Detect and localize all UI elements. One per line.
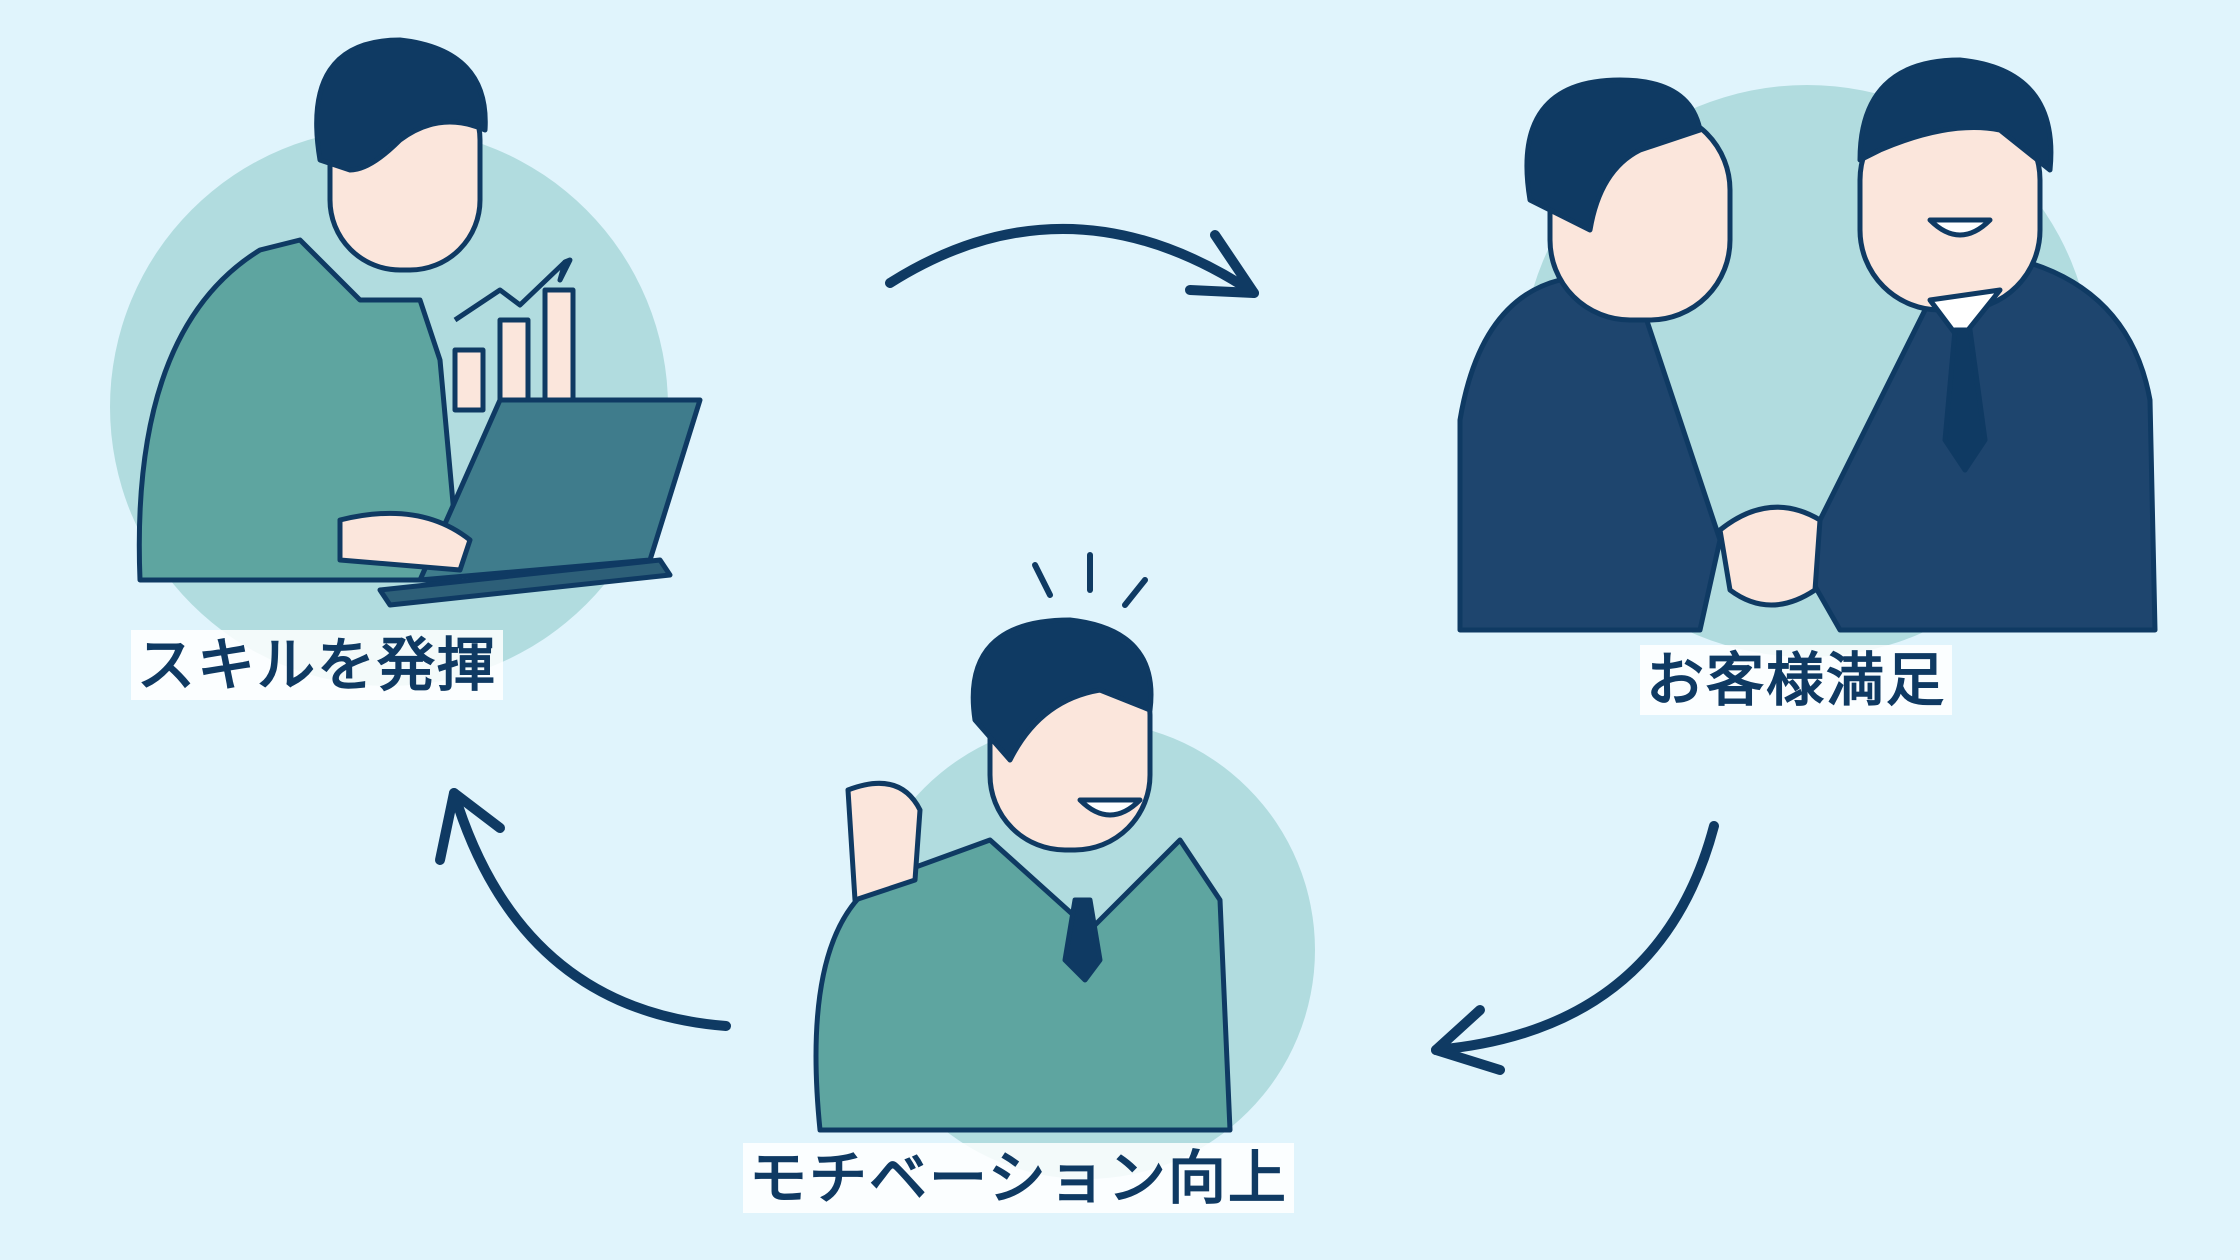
step-label-motivation: モチベーション向上 [743,1143,1294,1213]
arrow-motivation-to-skill-icon [435,788,731,1031]
arrow-skill-to-satisfaction-icon [885,223,1259,298]
arrow-satisfaction-to-motivation-icon [1431,821,1719,1075]
step-label-skill: スキルを発揮 [131,630,504,700]
motivated-worker-illustration [813,552,1233,1133]
step-label-customer-satisfaction: お客様満足 [1640,645,1953,715]
handshake-illustration [1457,57,2158,633]
worker-with-laptop-illustration [136,37,703,608]
